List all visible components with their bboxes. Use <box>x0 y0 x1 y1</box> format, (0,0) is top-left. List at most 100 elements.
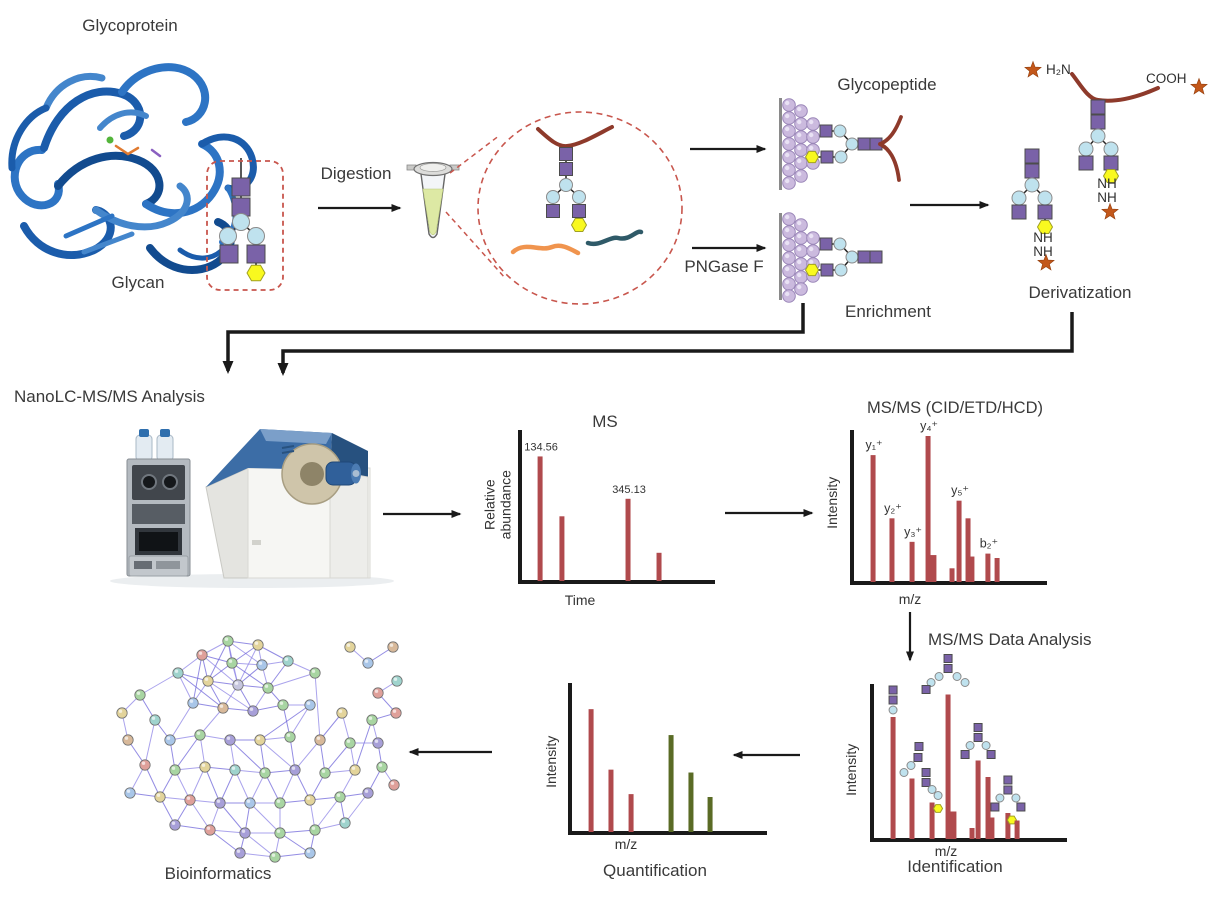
nh-label: NH <box>1033 230 1053 245</box>
peak-label: y₄⁺ <box>920 419 938 433</box>
quantification-title: Quantification <box>603 861 707 880</box>
identification-xlabel: m/z <box>934 843 958 859</box>
network-edge <box>234 769 251 804</box>
network-node <box>366 714 378 726</box>
network-node <box>334 791 346 803</box>
network-node <box>229 764 241 776</box>
network-node-highlight <box>389 643 394 647</box>
glycoprotein-ribbon-image <box>8 63 257 275</box>
network-node <box>372 687 384 699</box>
network-node-highlight <box>236 849 241 853</box>
quantification-xlabel: m/z <box>614 836 638 852</box>
peptide-orange <box>510 243 581 256</box>
peak-bar <box>994 558 1000 582</box>
peak-bar <box>985 777 991 839</box>
network-edge <box>189 799 211 831</box>
network-node-highlight <box>346 643 351 647</box>
network-edge <box>314 672 321 741</box>
peak-label: y₁⁺ <box>866 438 883 452</box>
cooh-label: COOH <box>1146 71 1187 86</box>
network-node <box>262 682 274 694</box>
network-node <box>259 767 271 779</box>
network-edge <box>144 719 156 766</box>
network-edge <box>204 766 221 804</box>
peak-bar <box>1014 820 1020 839</box>
glycan-fragment-icon <box>1011 793 1021 803</box>
glycan-fragment-icon <box>934 672 944 681</box>
network-node <box>154 791 166 803</box>
peak-bar <box>1005 813 1011 839</box>
network-node-highlight <box>156 793 161 797</box>
network-node-highlight <box>306 796 311 800</box>
network-edge <box>237 644 259 686</box>
nanolc-instrument <box>126 429 191 577</box>
network-node-highlight <box>341 819 346 823</box>
msms-data-analysis-label: MS/MS Data Analysis <box>928 630 1092 649</box>
network-node-highlight <box>206 826 211 830</box>
cterm-star-icon <box>1190 78 1208 95</box>
network-node <box>244 797 256 809</box>
peak-bar <box>889 518 895 582</box>
network-node-highlight <box>284 657 289 661</box>
peak-bar <box>628 794 634 832</box>
network-node-highlight <box>338 709 343 713</box>
network-node <box>314 734 326 746</box>
glycan-fragment-icon <box>1016 802 1026 812</box>
msms-chart-title: MS/MS (CID/ETD/HCD) <box>867 399 1043 417</box>
network-node-highlight <box>171 821 176 825</box>
glycan-fragment-icon <box>888 705 898 715</box>
glycan-fragment-icon <box>1003 775 1013 785</box>
glycan-fragment-icon <box>927 785 937 794</box>
network-node <box>252 639 264 651</box>
network-node <box>196 649 208 661</box>
peak-bar <box>559 516 565 581</box>
network-node <box>234 847 246 859</box>
network-node <box>169 819 181 831</box>
glycan-fragment-icon <box>1006 815 1017 825</box>
network-node-highlight <box>311 826 316 830</box>
network-node-highlight <box>276 799 281 803</box>
quantification-chart <box>568 683 767 835</box>
network-edge <box>314 796 341 831</box>
network-node <box>387 641 399 653</box>
glycan-fragment-icon <box>943 654 953 663</box>
network-node <box>284 731 296 743</box>
network-node <box>277 699 289 711</box>
peak-bar <box>929 555 937 582</box>
network-edge <box>249 802 281 834</box>
digest-magnifier <box>445 111 683 305</box>
network-node <box>336 707 348 719</box>
network-node-highlight <box>216 799 221 803</box>
glycan-fragment-icon <box>921 778 931 787</box>
peak-bar <box>949 811 957 839</box>
network-node <box>256 659 268 671</box>
network-edge <box>189 766 206 801</box>
network-edge <box>239 852 276 858</box>
network-node-highlight <box>196 731 201 735</box>
network-node-highlight <box>306 849 311 853</box>
network-edge <box>177 672 224 709</box>
network-edge <box>201 654 239 686</box>
glycan-fragment-icon <box>921 685 931 694</box>
peak-bar <box>625 498 631 581</box>
network-node-highlight <box>224 637 229 641</box>
peak-label: 134.56 <box>524 441 558 453</box>
network-node-highlight <box>279 701 284 705</box>
network-edge <box>219 802 246 834</box>
network-node-highlight <box>291 766 296 770</box>
network-node <box>184 794 196 806</box>
network-node <box>391 675 403 687</box>
msms-chart: y₁⁺y₂⁺y₃⁺y₄⁺y₅⁺b₂⁺ <box>850 419 1047 585</box>
network-edge <box>174 734 201 771</box>
network-node <box>362 657 374 669</box>
network-node-highlight <box>378 763 383 767</box>
network-edge <box>144 764 161 798</box>
pngase-label: PNGase F <box>684 257 764 276</box>
network-node <box>187 697 199 709</box>
network-edge <box>209 829 246 834</box>
peak-label: y₅⁺ <box>951 484 969 498</box>
network-node-highlight <box>286 733 291 737</box>
peak-bar <box>925 436 931 582</box>
peak-bar <box>975 760 981 839</box>
